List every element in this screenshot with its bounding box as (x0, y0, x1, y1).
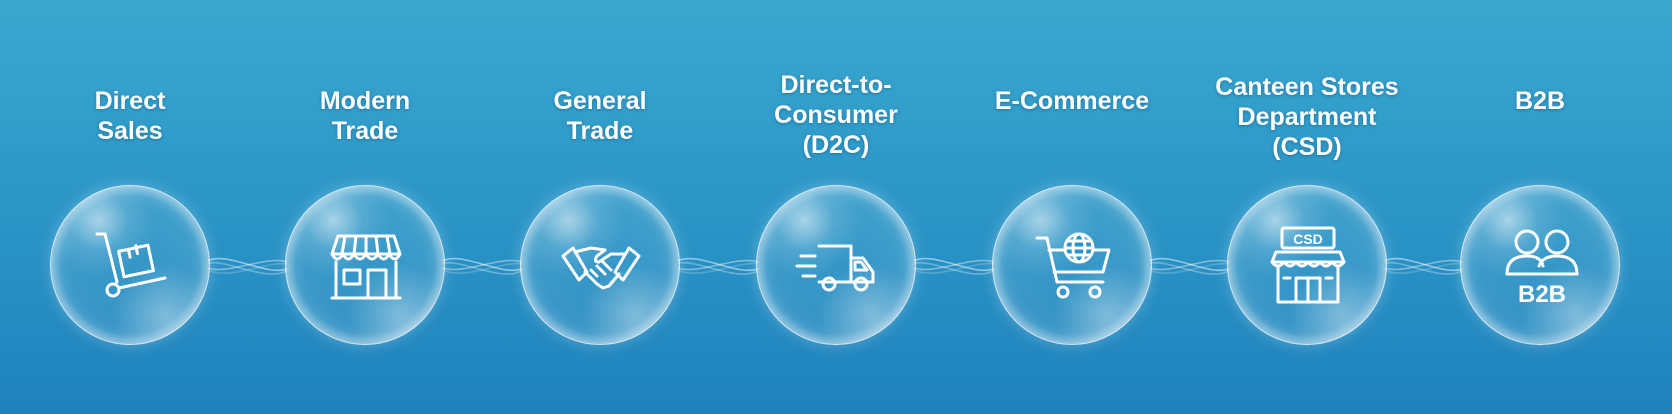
wave-line (1149, 259, 1230, 271)
csd-store-icon: CSD (1268, 226, 1348, 306)
wave-line (207, 262, 288, 275)
bubble-direct-sales (50, 185, 210, 345)
bubble-e-commerce (992, 185, 1152, 345)
wave-line (677, 259, 759, 271)
bubble-d2c (756, 185, 916, 345)
wave-line (442, 261, 523, 275)
wave-line (1149, 257, 1230, 271)
two-people-b2b-icon: B2B (1501, 226, 1581, 308)
shopping-cart-globe-icon (1033, 226, 1113, 306)
label-e-commerce: E-Commerce (994, 87, 1150, 115)
wave-line (442, 259, 523, 271)
wave-line (1149, 261, 1230, 275)
wave-line (913, 262, 995, 275)
wave-line (677, 262, 759, 275)
wave-line (207, 259, 288, 271)
bubble-general-trade (520, 185, 680, 345)
label-b2b: B2B (1514, 87, 1565, 115)
wave-line (207, 261, 288, 275)
wave-line (1149, 262, 1230, 275)
bubble-modern-trade (285, 185, 445, 345)
label-direct-sales: Direct Sales (94, 87, 166, 145)
wave-line (913, 261, 995, 275)
wave-line (207, 257, 288, 271)
wave-line (442, 262, 523, 275)
csd-icon-text: CSD (1293, 231, 1323, 247)
bubble-csd: CSD (1227, 185, 1387, 345)
b2b-icon-text: B2B (1518, 281, 1566, 308)
wave-line (677, 261, 759, 275)
handshake-icon (561, 226, 641, 306)
wave-line (442, 257, 523, 271)
label-modern-trade: Modern Trade (319, 87, 411, 145)
label-d2c: Direct-to- Consumer (D2C) (774, 71, 898, 159)
wave-line (1384, 257, 1463, 271)
label-general-trade: General Trade (553, 87, 647, 145)
label-csd: Canteen Stores Department (CSD) (1215, 73, 1399, 161)
delivery-truck-icon (795, 226, 877, 306)
wave-line (913, 259, 995, 271)
wave-line (1384, 261, 1463, 275)
wave-line (1384, 259, 1463, 271)
bubble-b2b: B2B (1460, 185, 1620, 345)
wave-line (1384, 262, 1463, 275)
hand-truck-box-icon (91, 226, 171, 306)
wave-line (913, 257, 995, 271)
storefront-awning-icon (326, 226, 406, 306)
wave-line (677, 257, 759, 271)
